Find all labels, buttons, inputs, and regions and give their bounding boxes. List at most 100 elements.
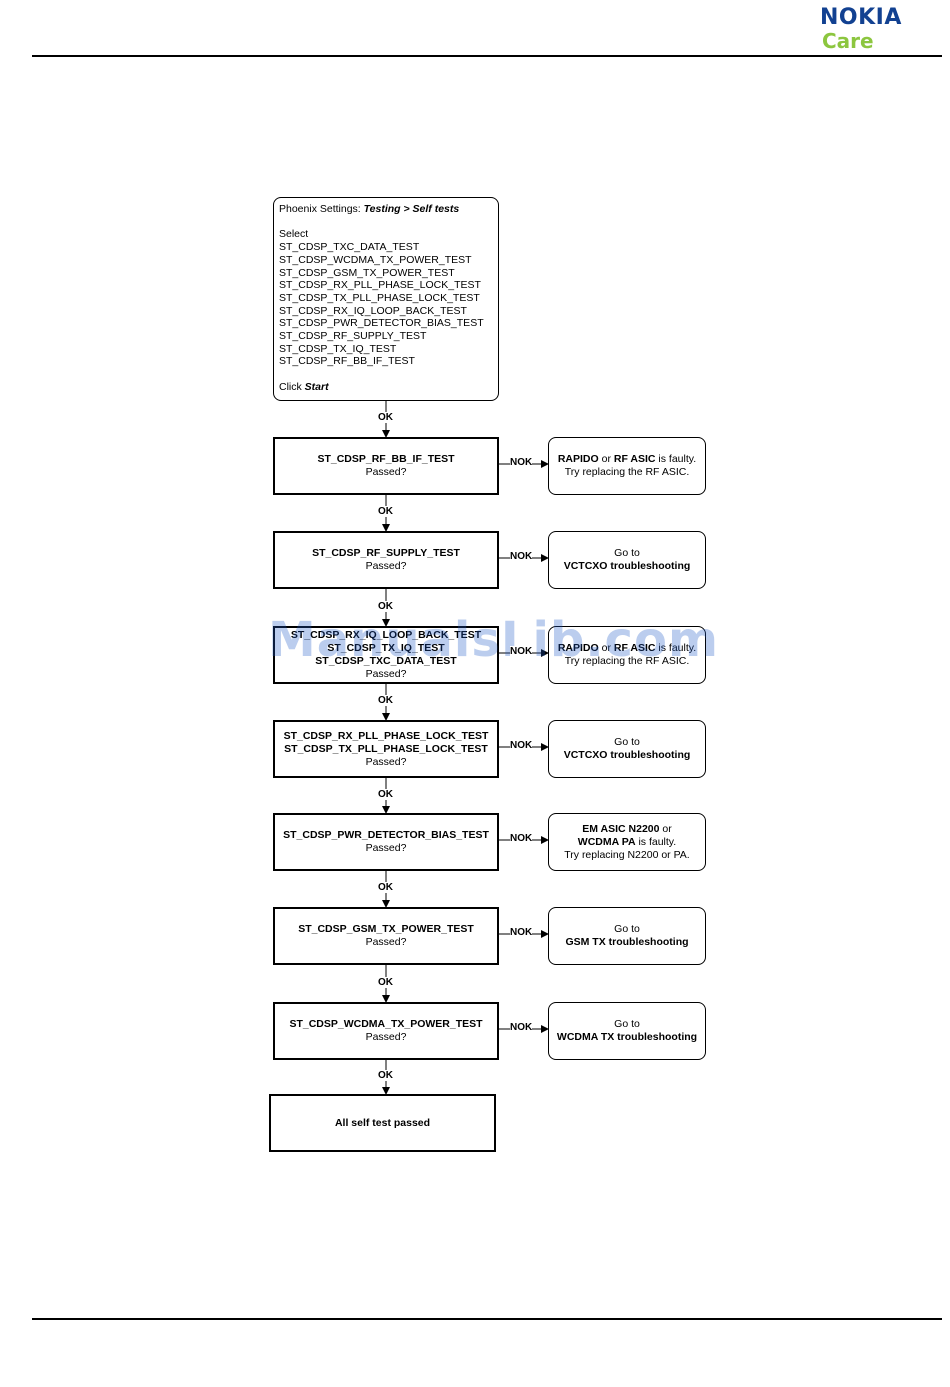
test-name: ST_CDSP_RX_IQ_LOOP_BACK_TEST [290,629,482,641]
result-line: Go to [614,736,640,749]
select-label: Select [279,228,309,241]
end-box: All self test passed [269,1094,496,1152]
settings-path: Testing > Self tests [363,203,460,215]
test-list-item: ST_CDSP_TX_IQ_TEST [279,342,397,355]
test-name: ST_CDSP_TXC_DATA_TEST [315,655,457,667]
result-text: Try replacing N2200 or PA. [564,848,690,861]
test-list-item: ST_CDSP_TX_PLL_PHASE_LOCK_TEST [279,291,480,304]
passed-question: Passed? [365,668,407,680]
passed-question: Passed? [365,560,407,572]
passed-question: Passed? [365,842,407,854]
result-text: is faulty. [655,642,697,654]
ok-label: OK [378,695,393,706]
footer-rule [32,1318,942,1320]
test-list-item: ST_CDSP_RF_SUPPLY_TEST [279,330,427,343]
ok-label: OK [378,788,393,800]
nok-label: NOK [510,833,533,844]
result-text: WCDMA PA [577,835,636,848]
test-name: ST_CDSP_TX_IQ_TEST [327,642,445,654]
test-name: ST_CDSP_RF_SUPPLY_TEST [312,547,460,559]
result-text: or [598,453,614,465]
result-line: EM ASIC N2200 or [582,823,672,836]
start-action: Start [304,380,329,393]
passed-question: Passed? [365,755,407,768]
start-instructions-box: Phoenix Settings: Testing > Self tests S… [273,197,499,401]
spacer-line [279,368,493,381]
nok-label: NOK [510,457,533,468]
result-line: Try replacing the RF ASIC. [565,655,690,668]
test-list-item: ST_CDSP_RX_IQ_LOOP_BACK_TEST [279,304,467,317]
watermark: ManualsLib.com [268,612,719,668]
result-text: RF ASIC [613,642,656,654]
test-list-item: ST_CDSP_PWR_DETECTOR_BIAS_TEST [279,317,484,330]
test-list-item: ST_CDSP_GSM_TX_POWER_TEST [279,266,455,279]
result-line: Go to [614,1018,640,1031]
result-text: Try replacing the RF ASIC. [564,655,690,667]
result-text: RF ASIC [613,453,656,465]
result-line: RAPIDO or RF ASIC is faulty. [558,642,696,655]
test-name: ST_CDSP_PWR_DETECTOR_BIAS_TEST [283,829,489,841]
spacer-line [279,216,493,229]
result-text: or [598,642,614,654]
result-line: RAPIDO or RF ASIC is faulty. [558,453,696,466]
result-line: WCDMA PA is faulty. [578,836,676,849]
result-line: Go to [614,923,640,936]
test-name: ST_CDSP_TX_PLL_PHASE_LOCK_TEST [284,742,488,755]
click-start-line: Click Start [279,381,493,394]
ok-label: OK [378,1070,393,1081]
ok-label: OK [378,506,393,517]
result-text: Go to [614,547,640,559]
result-text: WCDMA TX troubleshooting [556,1031,698,1043]
ok-label: OK [378,600,393,612]
test-list-item: ST_CDSP_RF_BB_IF_TEST [279,355,415,368]
nok-label: NOK [510,551,533,562]
header-rule [32,55,942,57]
result-text: EM ASIC N2200 [582,822,660,835]
result-text: is faulty. [655,453,697,465]
result-text: Go to [614,923,640,935]
test-name: ST_CDSP_GSM_TX_POWER_TEST [298,923,474,935]
test-name: ST_CDSP_WCDMA_TX_POWER_TEST [289,1018,483,1030]
test-list-item: ST_CDSP_RX_PLL_PHASE_LOCK_TEST [279,279,481,292]
settings-path-line: Phoenix Settings: Testing > Self tests [279,203,493,216]
result-text: is faulty. [635,835,677,848]
click-label: Click [279,380,305,393]
result-line: Go to [614,547,640,560]
result-line: GSM TX troubleshooting [565,936,688,949]
passed-question: Passed? [365,1031,407,1043]
result-text: RAPIDO [557,642,599,654]
result-line: VCTCXO troubleshooting [564,749,691,762]
ok-label: OK [378,976,393,988]
settings-prefix: Phoenix Settings: [279,203,364,215]
result-box: RAPIDO or RF ASIC is faulty.Try replacin… [548,626,706,684]
result-text: GSM TX troubleshooting [565,936,689,948]
nok-label: NOK [510,740,533,751]
result-text: VCTCXO troubleshooting [563,749,691,761]
nok-label: NOK [510,646,533,657]
result-line: Try replacing N2200 or PA. [564,849,689,862]
passed-question: Passed? [365,466,407,478]
result-text: Try replacing the RF ASIC. [564,466,690,478]
test-list-item: ST_CDSP_WCDMA_TX_POWER_TEST [279,253,472,266]
result-text: VCTCXO troubleshooting [563,560,691,572]
result-box: RAPIDO or RF ASIC is faulty.Try replacin… [548,437,706,495]
result-text: RAPIDO [557,453,599,465]
end-label: All self test passed [334,1117,431,1129]
test-list-item: ST_CDSP_TXC_DATA_TEST [279,241,420,254]
result-text: Go to [614,736,640,748]
test-name: ST_CDSP_RX_PLL_PHASE_LOCK_TEST [283,729,489,742]
result-line: WCDMA TX troubleshooting [557,1031,697,1044]
ok-label: OK [378,412,393,423]
nok-label: NOK [510,1022,533,1033]
result-line: VCTCXO troubleshooting [564,560,691,573]
